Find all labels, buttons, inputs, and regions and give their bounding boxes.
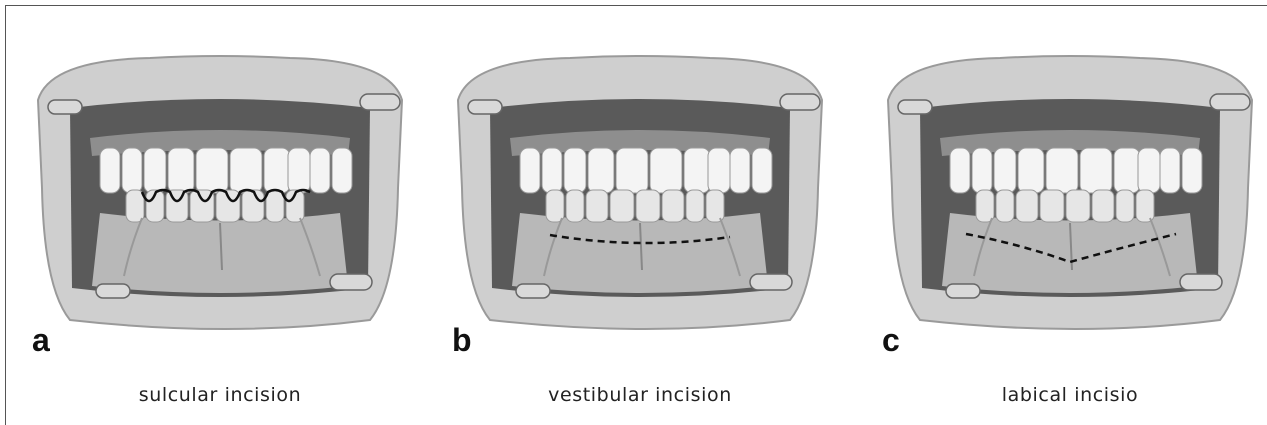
lower-tooth [610, 190, 634, 222]
lower-tooth [586, 190, 608, 222]
panel-a: a sulcular incision [30, 38, 410, 418]
upper-tooth [542, 148, 562, 193]
upper-tooth [950, 148, 970, 193]
lower-tooth [546, 190, 564, 222]
upper-tooth [168, 148, 194, 193]
lower-tooth [1016, 190, 1038, 222]
lower-tooth [266, 190, 284, 222]
lower-tooth [996, 190, 1014, 222]
panel-b-illustration [450, 38, 830, 338]
upper-tooth [1182, 148, 1202, 193]
retractor-top-right [1210, 94, 1250, 110]
retractor-top-left [898, 100, 932, 114]
retractor-top-left [48, 100, 82, 114]
lower-tooth [686, 190, 704, 222]
upper-tooth [1046, 148, 1078, 193]
panel-letter: b [452, 324, 472, 356]
panel-caption: sulcular incision [30, 384, 410, 406]
lower-tooth [976, 190, 994, 222]
upper-tooth [564, 148, 586, 193]
upper-tooth [752, 148, 772, 193]
upper-tooth [650, 148, 682, 193]
upper-tooth [100, 148, 120, 193]
upper-tooth [1018, 148, 1044, 193]
upper-tooth [730, 148, 750, 193]
upper-tooth [122, 148, 142, 193]
retractor-bottom-left [946, 284, 980, 298]
upper-tooth [1160, 148, 1180, 193]
lower-tooth [1136, 190, 1154, 222]
retractor-bottom-left [96, 284, 130, 298]
mouth-illustration [38, 56, 402, 329]
lower-tooth [662, 190, 684, 222]
upper-tooth [1114, 148, 1140, 193]
mouth-illustration [888, 56, 1252, 329]
lower-tooth [166, 190, 188, 222]
panel-c-illustration [880, 38, 1260, 338]
panel-letter: a [32, 324, 50, 356]
lower-tooth [566, 190, 584, 222]
panel-caption: labical incisio [880, 384, 1260, 406]
lower-tooth [1092, 190, 1114, 222]
retractor-bottom-right [750, 274, 792, 290]
panel-letter: c [882, 324, 900, 356]
upper-tooth [264, 148, 290, 193]
upper-tooth [144, 148, 166, 193]
lower-tooth [706, 190, 724, 222]
upper-tooth [994, 148, 1016, 193]
upper-tooth [288, 148, 310, 193]
retractor-bottom-right [1180, 274, 1222, 290]
upper-tooth [310, 148, 330, 193]
retractor-top-right [360, 94, 400, 110]
panel-c: c labical incisio [880, 38, 1260, 418]
lower-tooth [1040, 190, 1064, 222]
upper-tooth [616, 148, 648, 193]
upper-tooth [588, 148, 614, 193]
upper-tooth [684, 148, 710, 193]
upper-tooth [332, 148, 352, 193]
upper-tooth [196, 148, 228, 193]
upper-tooth [1080, 148, 1112, 193]
lower-tooth [1116, 190, 1134, 222]
mouth-illustration [458, 56, 822, 329]
panel-caption: vestibular incision [450, 384, 830, 406]
upper-tooth [708, 148, 730, 193]
retractor-top-right [780, 94, 820, 110]
retractor-bottom-right [330, 274, 372, 290]
lower-tooth [242, 190, 264, 222]
lower-tooth [126, 190, 144, 222]
upper-tooth [230, 148, 262, 193]
lower-tooth [1066, 190, 1090, 222]
panel-a-illustration [30, 38, 410, 338]
retractor-top-left [468, 100, 502, 114]
panel-b: b vestibular incision [450, 38, 830, 418]
lower-tooth [636, 190, 660, 222]
upper-tooth [520, 148, 540, 193]
upper-tooth [1138, 148, 1160, 193]
upper-tooth [972, 148, 992, 193]
retractor-bottom-left [516, 284, 550, 298]
